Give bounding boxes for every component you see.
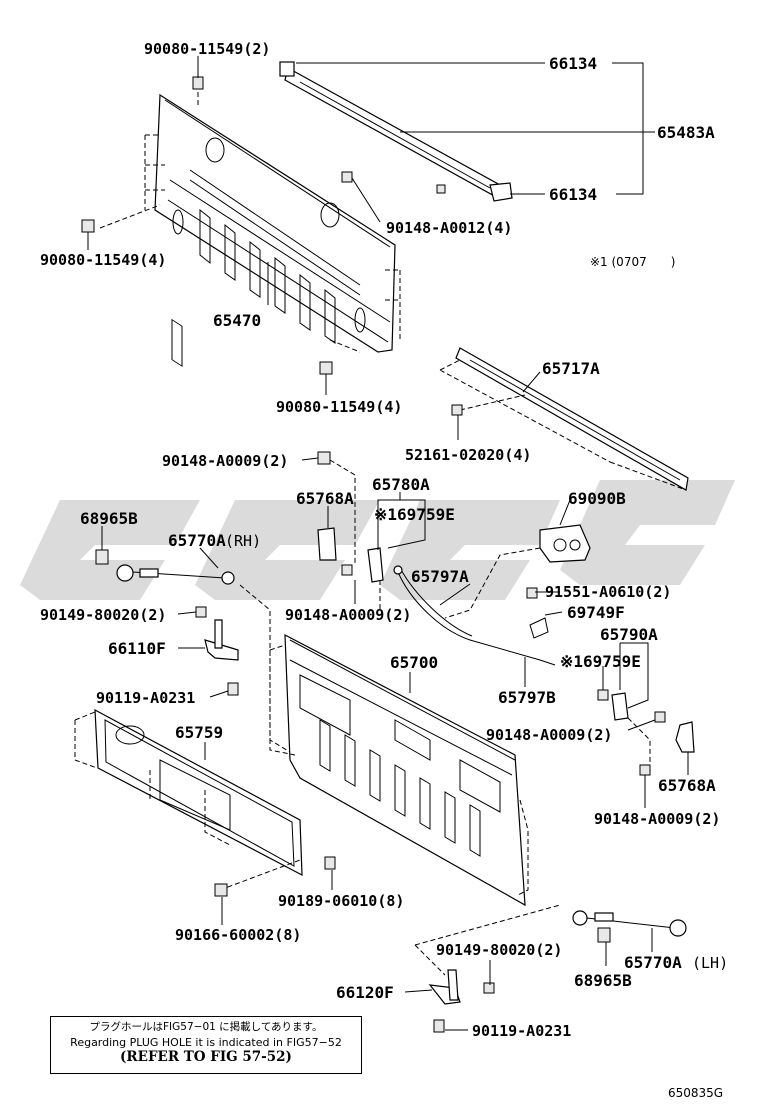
leader-lines (87, 56, 689, 1031)
figure-code: 650835G (668, 1086, 724, 1100)
label-90119-A0231-a: 90119-A0231 (96, 689, 195, 707)
label-69749F: 69749F (567, 603, 625, 622)
tailgate-65700 (269, 633, 529, 907)
latch-65780A (317, 451, 384, 610)
label-69759E-b: ※169759E (560, 652, 641, 671)
label-65700: 65700 (390, 653, 438, 672)
label-69759E-a: ※169759E (374, 505, 455, 524)
label-69090B: 69090B (568, 489, 626, 508)
note-line-japanese: プラグホールはFIG57−01 に掲載してあります。 (89, 1021, 323, 1033)
label-65717A: 65717A (542, 359, 600, 378)
label-90149-80020-a: 90149-80020(2) (40, 606, 166, 624)
rail-65483A (279, 61, 513, 202)
rail-65717A (439, 347, 689, 491)
label-52161-02020: 52161-02020(4) (405, 446, 531, 464)
rod-65770A-rh (95, 549, 296, 756)
label-65770A-rh: 65770A (168, 531, 226, 550)
label-65768A-a: 65768A (296, 489, 354, 508)
label-90148-A0009-a: 90148-A0009(2) (162, 452, 288, 470)
label-65470: 65470 (213, 311, 261, 330)
label-65790A: 65790A (600, 625, 658, 644)
label-note-0707: ※1 (0707 ) (590, 255, 675, 269)
label-65768A-b: 65768A (658, 776, 716, 795)
label-90148-A0009-c: 90148-A0009(2) (486, 726, 612, 744)
label-90148-A0012: 90148-A0012(4) (386, 219, 512, 237)
label-90080-11549-bottom: 90080-11549(4) (276, 398, 402, 416)
label-65483A: 65483A (657, 123, 715, 142)
label-66110F: 66110F (108, 639, 166, 658)
label-65770A-lh: 65770A (624, 953, 682, 972)
label-66120F: 66120F (336, 983, 394, 1002)
label-90189-06010: 90189-06010(8) (278, 892, 404, 910)
bolt-icon (81, 76, 446, 375)
label-90166-60002: 90166-60002(8) (175, 926, 301, 944)
label-66134-bottom: 66134 (549, 185, 597, 204)
label-65770A-lh-suffix: (LH) (692, 954, 728, 972)
note-line-refer: (REFER TO FIG 57-52) (120, 1049, 292, 1065)
label-68965B-a: 68965B (80, 509, 138, 528)
label-65797A: 65797A (411, 567, 469, 586)
label-90148-A0009-b: 90148-A0009(2) (285, 606, 411, 624)
label-65770A-rh-suffix: (RH) (225, 532, 261, 550)
trim-65759 (74, 708, 336, 897)
label-66134-top: 66134 (549, 54, 597, 73)
label-65797B: 65797B (498, 688, 556, 707)
label-68965B-b: 68965B (574, 971, 632, 990)
rod-65770A-lh (572, 910, 687, 943)
part-labels: 90080-11549(2) 66134 65483A 66134 90148-… (40, 40, 728, 1040)
hinge-66120F (414, 904, 561, 1033)
hinge-66110F (195, 606, 239, 696)
lock-69090B (444, 524, 591, 639)
label-90119-A0231-b: 90119-A0231 (472, 1022, 571, 1040)
label-90080-11549-left: 90080-11549(4) (40, 251, 166, 269)
label-65780A: 65780A (372, 475, 430, 494)
label-65759: 65759 (175, 723, 223, 742)
label-90149-80020-b: 90149-80020(2) (436, 941, 562, 959)
reference-note-box: プラグホールはFIG57−01 に掲載してあります。 Regarding PLU… (50, 1016, 362, 1074)
label-90080-11549-top: 90080-11549(2) (144, 40, 270, 58)
rod-65797A (393, 565, 556, 666)
panel-65470 (99, 92, 401, 368)
note-line-english: Regarding PLUG HOLE it is indicated in F… (70, 1036, 342, 1049)
label-91551-A0610: 91551-A0610(2) (545, 583, 671, 601)
label-90148-A0009-d: 90148-A0009(2) (594, 810, 720, 828)
